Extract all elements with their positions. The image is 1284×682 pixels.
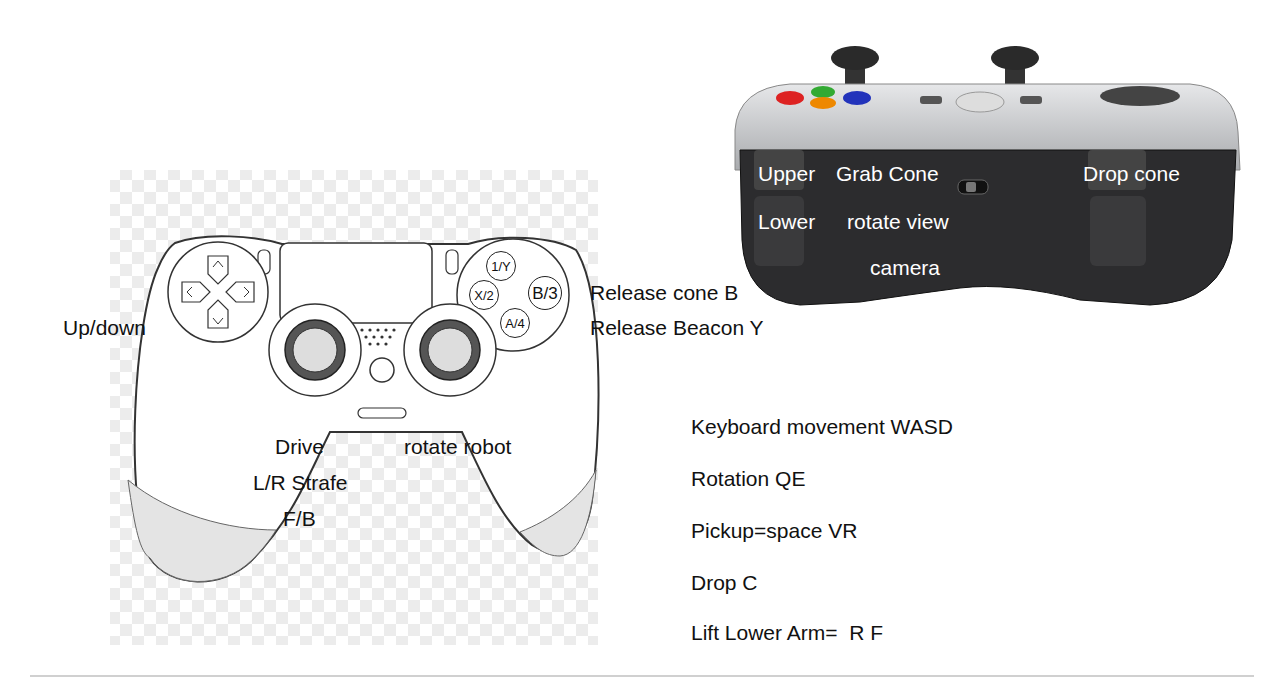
button-label: A/4 xyxy=(505,317,525,330)
control-label: Keyboard movement WASD xyxy=(691,413,953,441)
button-label: X/2 xyxy=(474,289,494,302)
control-label: Lift Lower Arm= R F xyxy=(691,619,883,647)
control-label: L/R Strafe xyxy=(253,469,348,497)
control-label: camera xyxy=(870,254,940,282)
control-label: F/B xyxy=(283,505,316,533)
control-label: Lower xyxy=(758,208,815,236)
control-label: Drive xyxy=(275,433,324,461)
button-label: 1/Y xyxy=(491,260,511,273)
control-label: Pickup=space VR xyxy=(691,517,857,545)
control-label: rotate robot xyxy=(404,433,511,461)
control-label: Drop cone xyxy=(1083,160,1180,188)
control-label: rotate view xyxy=(847,208,949,236)
control-label: Grab Cone xyxy=(836,160,939,188)
control-label: Up/down xyxy=(63,314,146,342)
control-label: Upper xyxy=(758,160,815,188)
face-button: X/2 xyxy=(469,280,499,310)
face-button: 1/Y xyxy=(486,251,516,281)
control-label: Release cone B xyxy=(590,279,738,307)
control-label: Release Beacon Y xyxy=(590,314,764,342)
control-label: Rotation QE xyxy=(691,465,805,493)
control-label: Drop C xyxy=(691,569,758,597)
face-button: A/4 xyxy=(500,308,530,338)
face-button: B/3 xyxy=(528,276,562,310)
button-label: B/3 xyxy=(532,285,558,302)
